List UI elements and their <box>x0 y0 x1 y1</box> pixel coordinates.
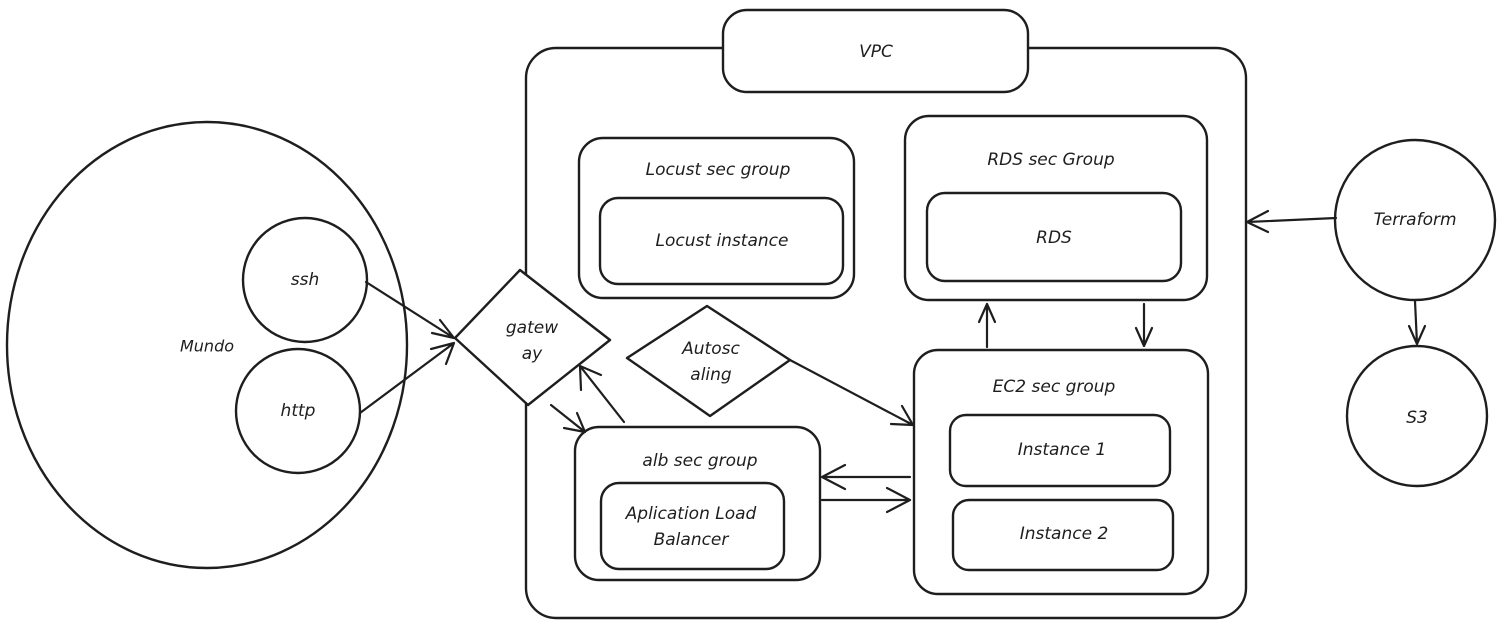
mundo-label: Mundo <box>180 337 234 356</box>
instance1-box[interactable] <box>948 413 1172 488</box>
arrow-ec2-to-alb <box>820 463 912 491</box>
s3-circle[interactable] <box>1345 344 1489 488</box>
terraform-label: Terraform <box>1373 210 1456 230</box>
ec2-sec-group-label: EC2 sec group <box>993 377 1116 397</box>
locust-instance-box[interactable] <box>598 196 845 286</box>
arrow-alb-to-gateway <box>578 364 626 424</box>
gateway-label-line1: gatew <box>506 318 558 338</box>
autoscaling-label-line1: Autosc <box>681 339 740 359</box>
rds-box[interactable] <box>925 191 1183 283</box>
arrow-alb-to-ec2 <box>820 486 912 514</box>
arrow-http-to-gateway <box>358 341 456 415</box>
http-circle[interactable] <box>234 347 362 475</box>
http-label: http <box>281 401 316 421</box>
vpc-label-box[interactable] <box>721 8 1030 94</box>
s3-label: S3 <box>1406 408 1428 428</box>
locust-instance-label: Locust instance <box>656 231 789 251</box>
arrow-ssh-to-gateway <box>364 280 456 340</box>
instance2-label: Instance 2 <box>1020 524 1109 544</box>
gateway-diamond[interactable] <box>453 268 612 407</box>
arrow-rds-to-ec2 <box>1134 302 1154 348</box>
instance2-box[interactable] <box>951 498 1175 572</box>
arrow-ec2-to-rds <box>977 302 997 349</box>
vpc-label: VPC <box>859 42 893 62</box>
rds-label: RDS <box>1036 228 1072 248</box>
ssh-circle[interactable] <box>241 216 369 344</box>
alb-sec-group-label: alb sec group <box>642 451 757 471</box>
arrow-terraform-to-vpc <box>1245 209 1338 234</box>
autoscaling-diamond[interactable] <box>625 304 792 418</box>
locust-sec-group-label: Locust sec group <box>646 160 791 180</box>
autoscaling-label-line2: aling <box>690 365 732 385</box>
gateway-label-line2: ay <box>522 344 543 364</box>
rds-sec-group-label: RDS sec Group <box>987 150 1115 170</box>
instance1-label: Instance 1 <box>1018 440 1107 460</box>
ssh-label: ssh <box>291 270 320 290</box>
arrow-gateway-to-alb <box>549 403 587 434</box>
alb-box[interactable] <box>599 481 786 571</box>
alb-label-line2: Balancer <box>654 530 730 550</box>
arrow-autoscaling-to-ec2 <box>788 358 915 427</box>
alb-label-line1: Aplication Load <box>625 504 757 524</box>
arrow-terraform-to-s3 <box>1407 299 1427 346</box>
